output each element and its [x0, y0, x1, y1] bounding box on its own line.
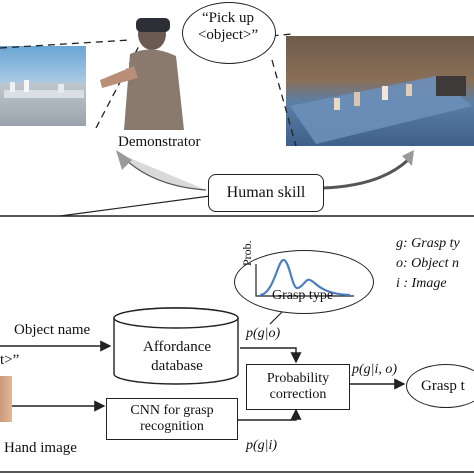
- speech-bubble: [182, 2, 276, 64]
- legend-o: o: Object n: [396, 256, 459, 271]
- legend-g: g: Grasp ty: [396, 236, 460, 251]
- demonstrator-figure: [100, 18, 184, 130]
- quote-tail-label: t>”: [0, 352, 20, 368]
- pointcloud-scene-image: [286, 36, 474, 146]
- object-name-label: Object name: [14, 322, 91, 338]
- grasp-type-plot: [255, 258, 354, 325]
- p-g-io-label: p(g|i, o): [352, 362, 398, 377]
- virtual-scene-objects: [4, 80, 84, 98]
- human-skill-box: Human skill: [208, 174, 324, 212]
- virtual-scene-image: [0, 46, 86, 126]
- affordance-database: Affordance database: [142, 339, 212, 374]
- legend-i: i : Image: [396, 276, 447, 291]
- plot-xlabel: Grasp type: [272, 288, 334, 303]
- pointcloud-table: [290, 76, 472, 144]
- p-g-o-label: p(g|o): [246, 326, 281, 341]
- cnn-grasp-box: CNN for grasp recognition: [106, 398, 238, 440]
- hand-image-label: Hand image: [4, 440, 77, 456]
- hand-image: [0, 376, 12, 422]
- speech-text: “Pick up <object>”: [197, 10, 259, 43]
- grasp-type-output: Grasp t: [406, 364, 474, 408]
- probability-correction-box: Probability correction: [246, 364, 350, 410]
- p-g-i-label: p(g|i): [246, 438, 278, 453]
- demonstrator-label: Demonstrator: [118, 134, 201, 150]
